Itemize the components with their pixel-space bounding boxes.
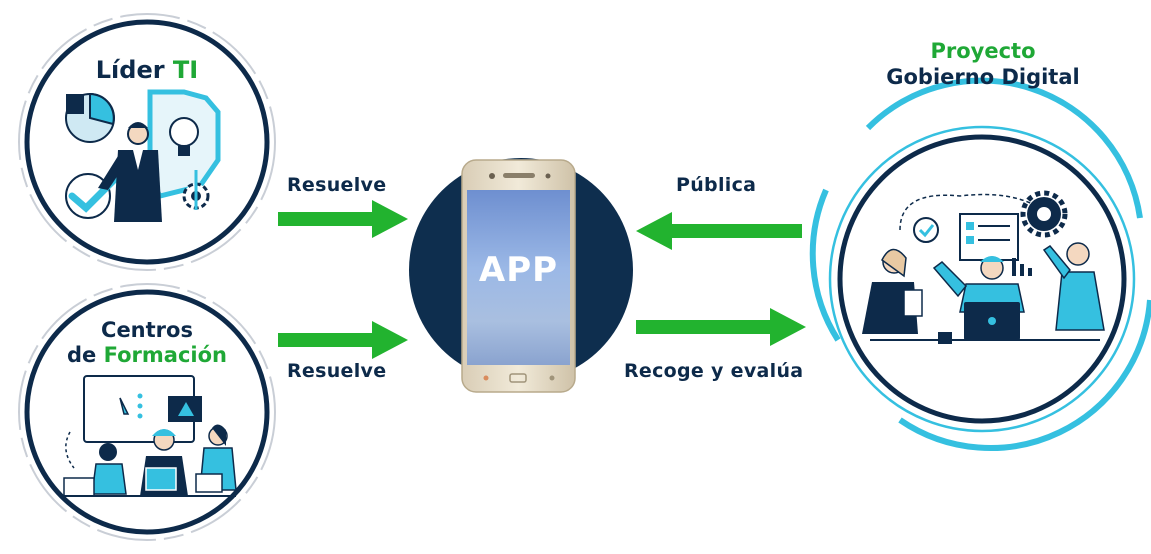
phone-screen bbox=[467, 190, 570, 365]
edge-label-gobierno-to-app: Pública bbox=[676, 174, 757, 196]
arrow-centros-to-app bbox=[278, 321, 408, 359]
gobierno-outer-ring bbox=[828, 125, 1136, 433]
centros-title-line2-b: Formación bbox=[103, 343, 227, 367]
lider-ti-title: Líder TI bbox=[67, 56, 227, 84]
centros-dashed-ring bbox=[18, 283, 276, 541]
arrow-app-to-gobierno bbox=[636, 308, 806, 346]
gobierno-illustration bbox=[862, 190, 1105, 344]
gobierno-arc-bottom bbox=[898, 299, 1151, 452]
lider-ti-node bbox=[18, 13, 276, 271]
phone-home-button bbox=[509, 373, 527, 383]
centros-illustration bbox=[60, 375, 237, 497]
phone-back-key bbox=[483, 375, 489, 381]
phone-speaker bbox=[503, 173, 535, 178]
centros-title-line2-a: de bbox=[67, 343, 97, 367]
gobierno-title-line1: Proyecto bbox=[930, 39, 1036, 63]
centros-title: Centros de Formación bbox=[57, 318, 237, 368]
phone-sensor bbox=[545, 173, 551, 179]
gobierno-arc-left bbox=[809, 188, 841, 342]
centros-title-line2: de Formación bbox=[57, 343, 237, 368]
lider-title-a: Líder bbox=[95, 56, 165, 84]
gobierno-title: Proyecto Gobierno Digital bbox=[858, 38, 1108, 90]
centros-title-line1: Centros bbox=[101, 318, 193, 342]
phone bbox=[461, 159, 576, 393]
gobierno-node bbox=[809, 77, 1151, 452]
lider-dashed-ring bbox=[18, 13, 276, 271]
arrow-gobierno-to-app bbox=[636, 212, 802, 250]
edge-label-centros-to-app: Resuelve bbox=[287, 360, 387, 382]
gobierno-title-line2: Gobierno Digital bbox=[886, 65, 1080, 89]
gobierno-arc-top bbox=[865, 77, 1143, 219]
app-screen-label: APP bbox=[478, 250, 559, 290]
lider-illustration bbox=[65, 89, 221, 222]
arrow-lider-to-app bbox=[278, 200, 408, 238]
lider-title-b: TI bbox=[172, 56, 199, 84]
centros-node bbox=[18, 283, 276, 541]
phone-menu-key bbox=[549, 375, 555, 381]
edge-label-lider-to-app: Resuelve bbox=[287, 174, 387, 196]
edge-label-app-to-gobierno: Recoge y evalúa bbox=[624, 360, 804, 382]
phone-camera bbox=[489, 173, 495, 179]
